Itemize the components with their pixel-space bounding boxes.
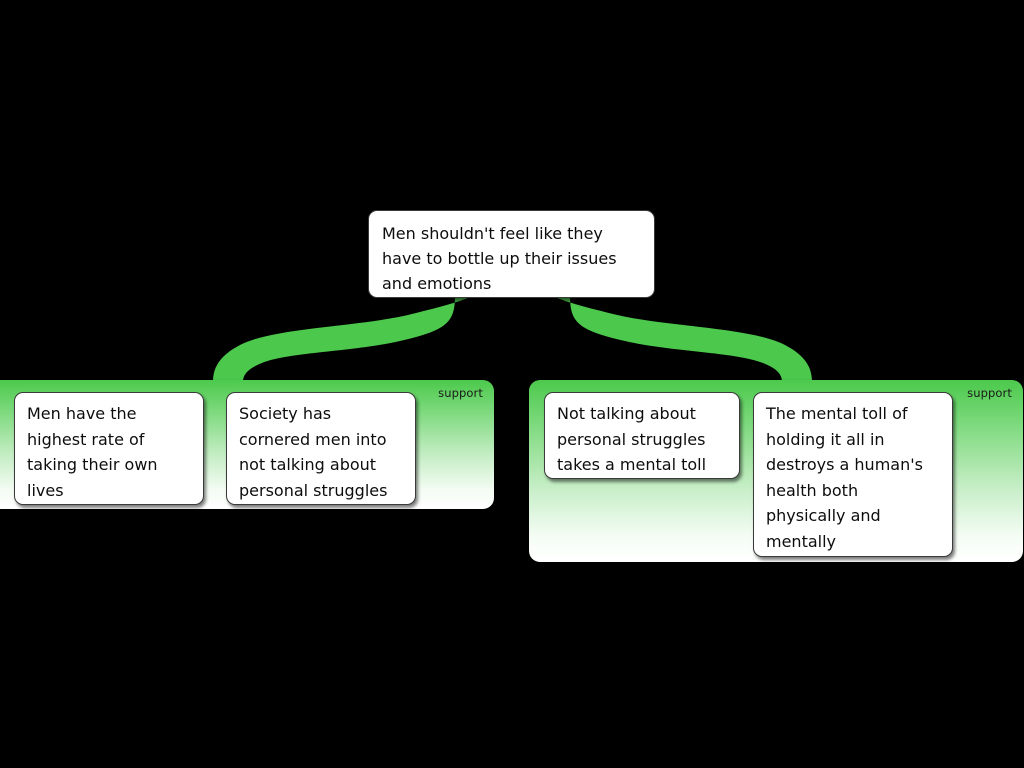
- support-group-left[interactable]: support Men have the highest rate of tak…: [0, 380, 494, 509]
- support-group-right[interactable]: support Not talking about personal strug…: [529, 380, 1023, 562]
- connector-claim-to-left-support: [213, 295, 473, 382]
- reason-box-3[interactable]: Not talking about personal struggles tak…: [544, 392, 740, 479]
- claim-box[interactable]: Men shouldn't feel like they have to bot…: [368, 210, 655, 298]
- reason-box-4[interactable]: The mental toll of holding it all in des…: [753, 392, 953, 557]
- reason-box-1[interactable]: Men have the highest rate of taking thei…: [14, 392, 204, 505]
- connector-claim-to-right-support: [552, 295, 812, 382]
- reason-box-2[interactable]: Society has cornered men into not talkin…: [226, 392, 416, 505]
- relation-label-support-left: support: [438, 386, 483, 400]
- relation-label-support-right: support: [967, 386, 1012, 400]
